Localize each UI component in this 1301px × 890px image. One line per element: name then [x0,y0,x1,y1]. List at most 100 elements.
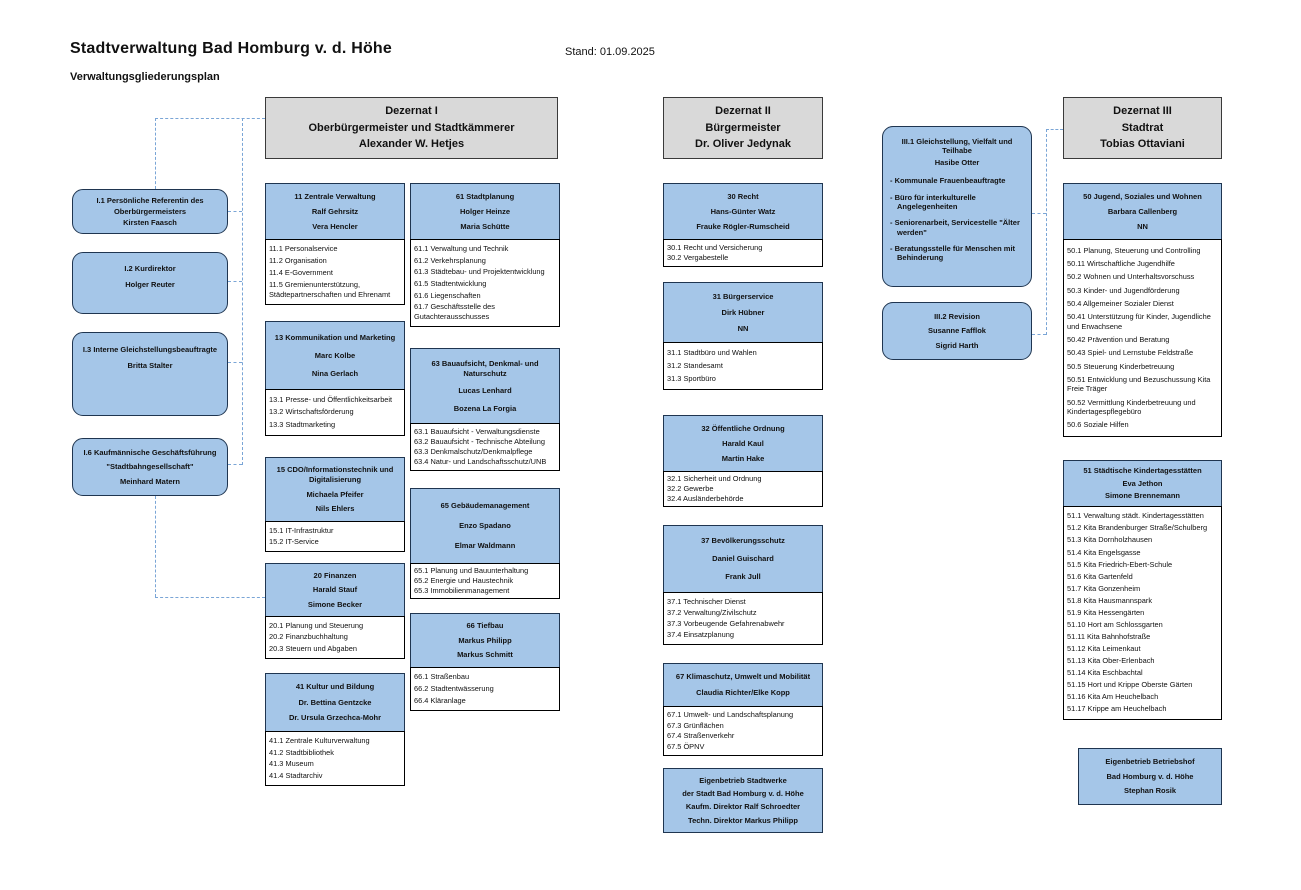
list-item: 13.3 Stadtmarketing [269,419,336,429]
text-line: 61 Stadtplanung [455,191,515,201]
list-item: 51.1 Verwaltung städt. Kindertagesstätte… [1067,511,1204,521]
text-line: Dezernat III [1113,105,1172,118]
list-item: 50.1 Planung, Steuerung und Controlling [1067,245,1201,255]
text-line: Hans-Günter Watz [710,206,776,216]
text-line: Eigenbetrieb Stadtwerke [699,775,787,785]
list-item: 63.1 Bauaufsicht - Verwaltungsdienste [414,426,540,436]
text-line: 50 Jugend, Soziales und Wohnen [1083,191,1202,201]
text-line: Holger Reuter [125,280,175,290]
text-line: Barbara Callenberg [1107,206,1178,216]
list-item: 50.42 Prävention und Beratung [1067,334,1170,344]
text-line: III.2 Revision [934,311,980,321]
date-stamp: Stand: 01.09.2025 [565,46,655,58]
list-item: 20.2 Finanzbuchhaltung [269,632,348,642]
text-line: - Beratungsstelle für Menschen mit Behin… [890,244,1016,263]
list-item: 31.2 Standesamt [667,360,723,370]
text-line: Dirk Hübner [721,307,765,317]
connector-line [155,597,265,598]
list-item: 31.3 Sportbüro [667,373,716,383]
staff-box-gleichstellung-vielfalt-teilhabe: III.1 Gleichstellung, Vielfalt und Teilh… [882,126,1032,287]
text-line: Simone Brennemann [1104,491,1180,501]
page-subtitle: Verwaltungsgliederungsplan [70,71,220,83]
list-item: 61.1 Verwaltung und Technik [414,243,509,253]
text-line: Dezernat II [715,105,771,118]
text-line: Vera Hencler [312,221,358,231]
list-item: 41.3 Museum [269,759,314,769]
text-line: 32 Öffentliche Ordnung [701,423,785,433]
text-line: Holger Heinze [459,206,510,216]
list-item: 37.1 Technischer Dienst [667,596,746,606]
text-line: I.6 Kaufmännische Geschäftsführung [83,447,217,457]
text-line: Frauke Rögler-Rumscheid [696,221,790,231]
text-line: Bürgermeister [705,121,781,134]
list-item: 51.6 Kita Gartenfeld [1067,571,1133,581]
list-item: 41.4 Stadtarchiv [269,770,323,780]
bullet-list: - Kommunale Frauenbeauftragte- Büro für … [890,176,1024,270]
list-item: 63.2 Bauaufsicht - Technische Abteilung [414,436,545,446]
list-item: 51.2 Kita Brandenburger Straße/Schulberg [1067,523,1208,533]
list-item: 61.5 Stadtentwicklung [414,279,487,289]
text-line: Martin Hake [721,453,765,463]
text-line: Eva Jethon [1122,478,1163,488]
text-line: - Kommunale Frauenbeauftragte [890,176,1006,186]
list-item: 61.7 Geschäftsstelle des Gutachteraussch… [414,302,495,321]
list-item: 41.1 Zentrale Kulturverwaltung [269,735,370,745]
list-item: 11.2 Organisation [269,256,327,266]
text-line: Markus Philipp [458,635,512,645]
list-item: 50.43 Spiel- und Lernstube Feldstraße [1067,348,1194,358]
list-item: 67.3 Grünflächen [667,720,724,730]
connector-line [242,118,243,465]
text-line: 37 Bevölkerungsschutz [701,536,785,546]
text-line: 30 Recht [727,191,759,201]
list-item: 15.1 IT-Infrastruktur [269,525,334,535]
text-line: Meinhard Matern [119,476,180,486]
text-line: Nils Ehlers [315,504,355,514]
text-line: NN [1137,221,1148,231]
text-line: 41 Kultur und Bildung [295,682,375,692]
page-title: Stadtverwaltung Bad Homburg v. d. Höhe [70,40,392,57]
text-line: Nina Gerlach [311,368,359,378]
text-line: Tobias Ottaviani [1100,138,1185,151]
text-line: Eigenbetrieb Betriebshof [1105,757,1195,767]
text-line: Claudia Richter/Elke Kopp [696,688,790,698]
list-item: 32.1 Sicherheit und Ordnung [667,474,762,484]
text-line: Dr. Oliver Jedynak [695,138,791,151]
text-line: Sigrid Harth [935,340,979,350]
text-line: Daniel Guischard [712,554,774,564]
text-line: Frank Jull [725,572,761,582]
list-item: 11.5 Gremienunterstützung, Städtepartner… [269,280,391,299]
list-item: 63.4 Natur- und Landschaftsschutz/UNB [414,457,547,467]
text-line: 66 Tiefbau [466,621,504,631]
text-line: I.2 Kurdirektor [124,264,176,273]
list-item: 63.3 Denkmalschutz/Denkmalpflege [414,447,533,456]
text-line: Britta Stalter [127,361,173,371]
text-line: Michaela Pfeifer [306,489,364,499]
connector-line [1046,129,1063,130]
list-item: 67.5 ÖPNV [667,741,705,751]
list-item: 67.4 Straßenverkehr [667,731,735,741]
text-line: I.3 Interne Gleichstellungsbeauftragte [82,345,218,354]
text-line: Hasibe Otter [934,157,980,167]
